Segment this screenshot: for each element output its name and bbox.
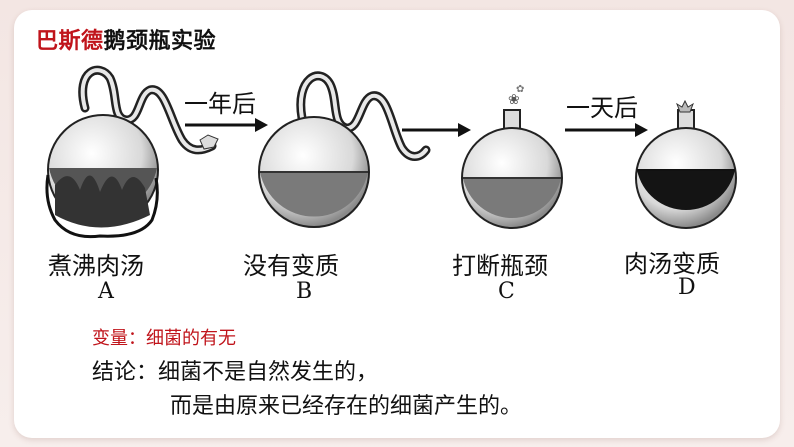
title-highlight: 巴斯德 <box>36 29 104 54</box>
caption-c: 打断瓶颈 <box>452 252 548 280</box>
variable-label: 变量： <box>92 328 146 349</box>
flask-b <box>258 71 431 228</box>
variable-line: 变量：细菌的有无 <box>92 324 236 350</box>
arrow-2 <box>402 123 471 137</box>
title-rest: 鹅颈瓶实验 <box>103 29 217 54</box>
flask-c: ❀ ✿ <box>461 84 563 229</box>
arrow-3 <box>565 123 648 137</box>
arrow-1-label: 一年后 <box>184 90 256 118</box>
conclusion: 结论：细菌不是自然发生的， 而是由原来已经存在的细菌产生的。 <box>92 356 522 424</box>
conclusion-line-2: 而是由原来已经存在的细菌产生的。 <box>170 394 523 419</box>
caption-b: 没有变质 <box>243 252 339 280</box>
conclusion-label: 结论： <box>92 360 159 385</box>
letter-d: D <box>678 275 696 300</box>
caption-a: 煮沸肉汤 <box>48 252 144 280</box>
content-card <box>14 10 780 438</box>
letter-b: B <box>296 279 313 304</box>
arrow-3-label: 一天后 <box>566 94 638 122</box>
letter-c: C <box>498 279 515 304</box>
svg-text:✿: ✿ <box>516 84 524 95</box>
flask-d <box>635 99 737 229</box>
flask-a <box>45 65 219 239</box>
slide-title: 巴斯德鹅颈瓶实验 <box>36 23 216 55</box>
letter-a: A <box>98 279 114 304</box>
conclusion-line-1: 细菌不是自然发生的， <box>158 360 379 385</box>
caption-d: 肉汤变质 <box>624 250 720 278</box>
variable-value: 细菌的有无 <box>146 328 236 349</box>
svg-text:❀: ❀ <box>508 92 520 108</box>
arrow-1 <box>185 118 268 132</box>
